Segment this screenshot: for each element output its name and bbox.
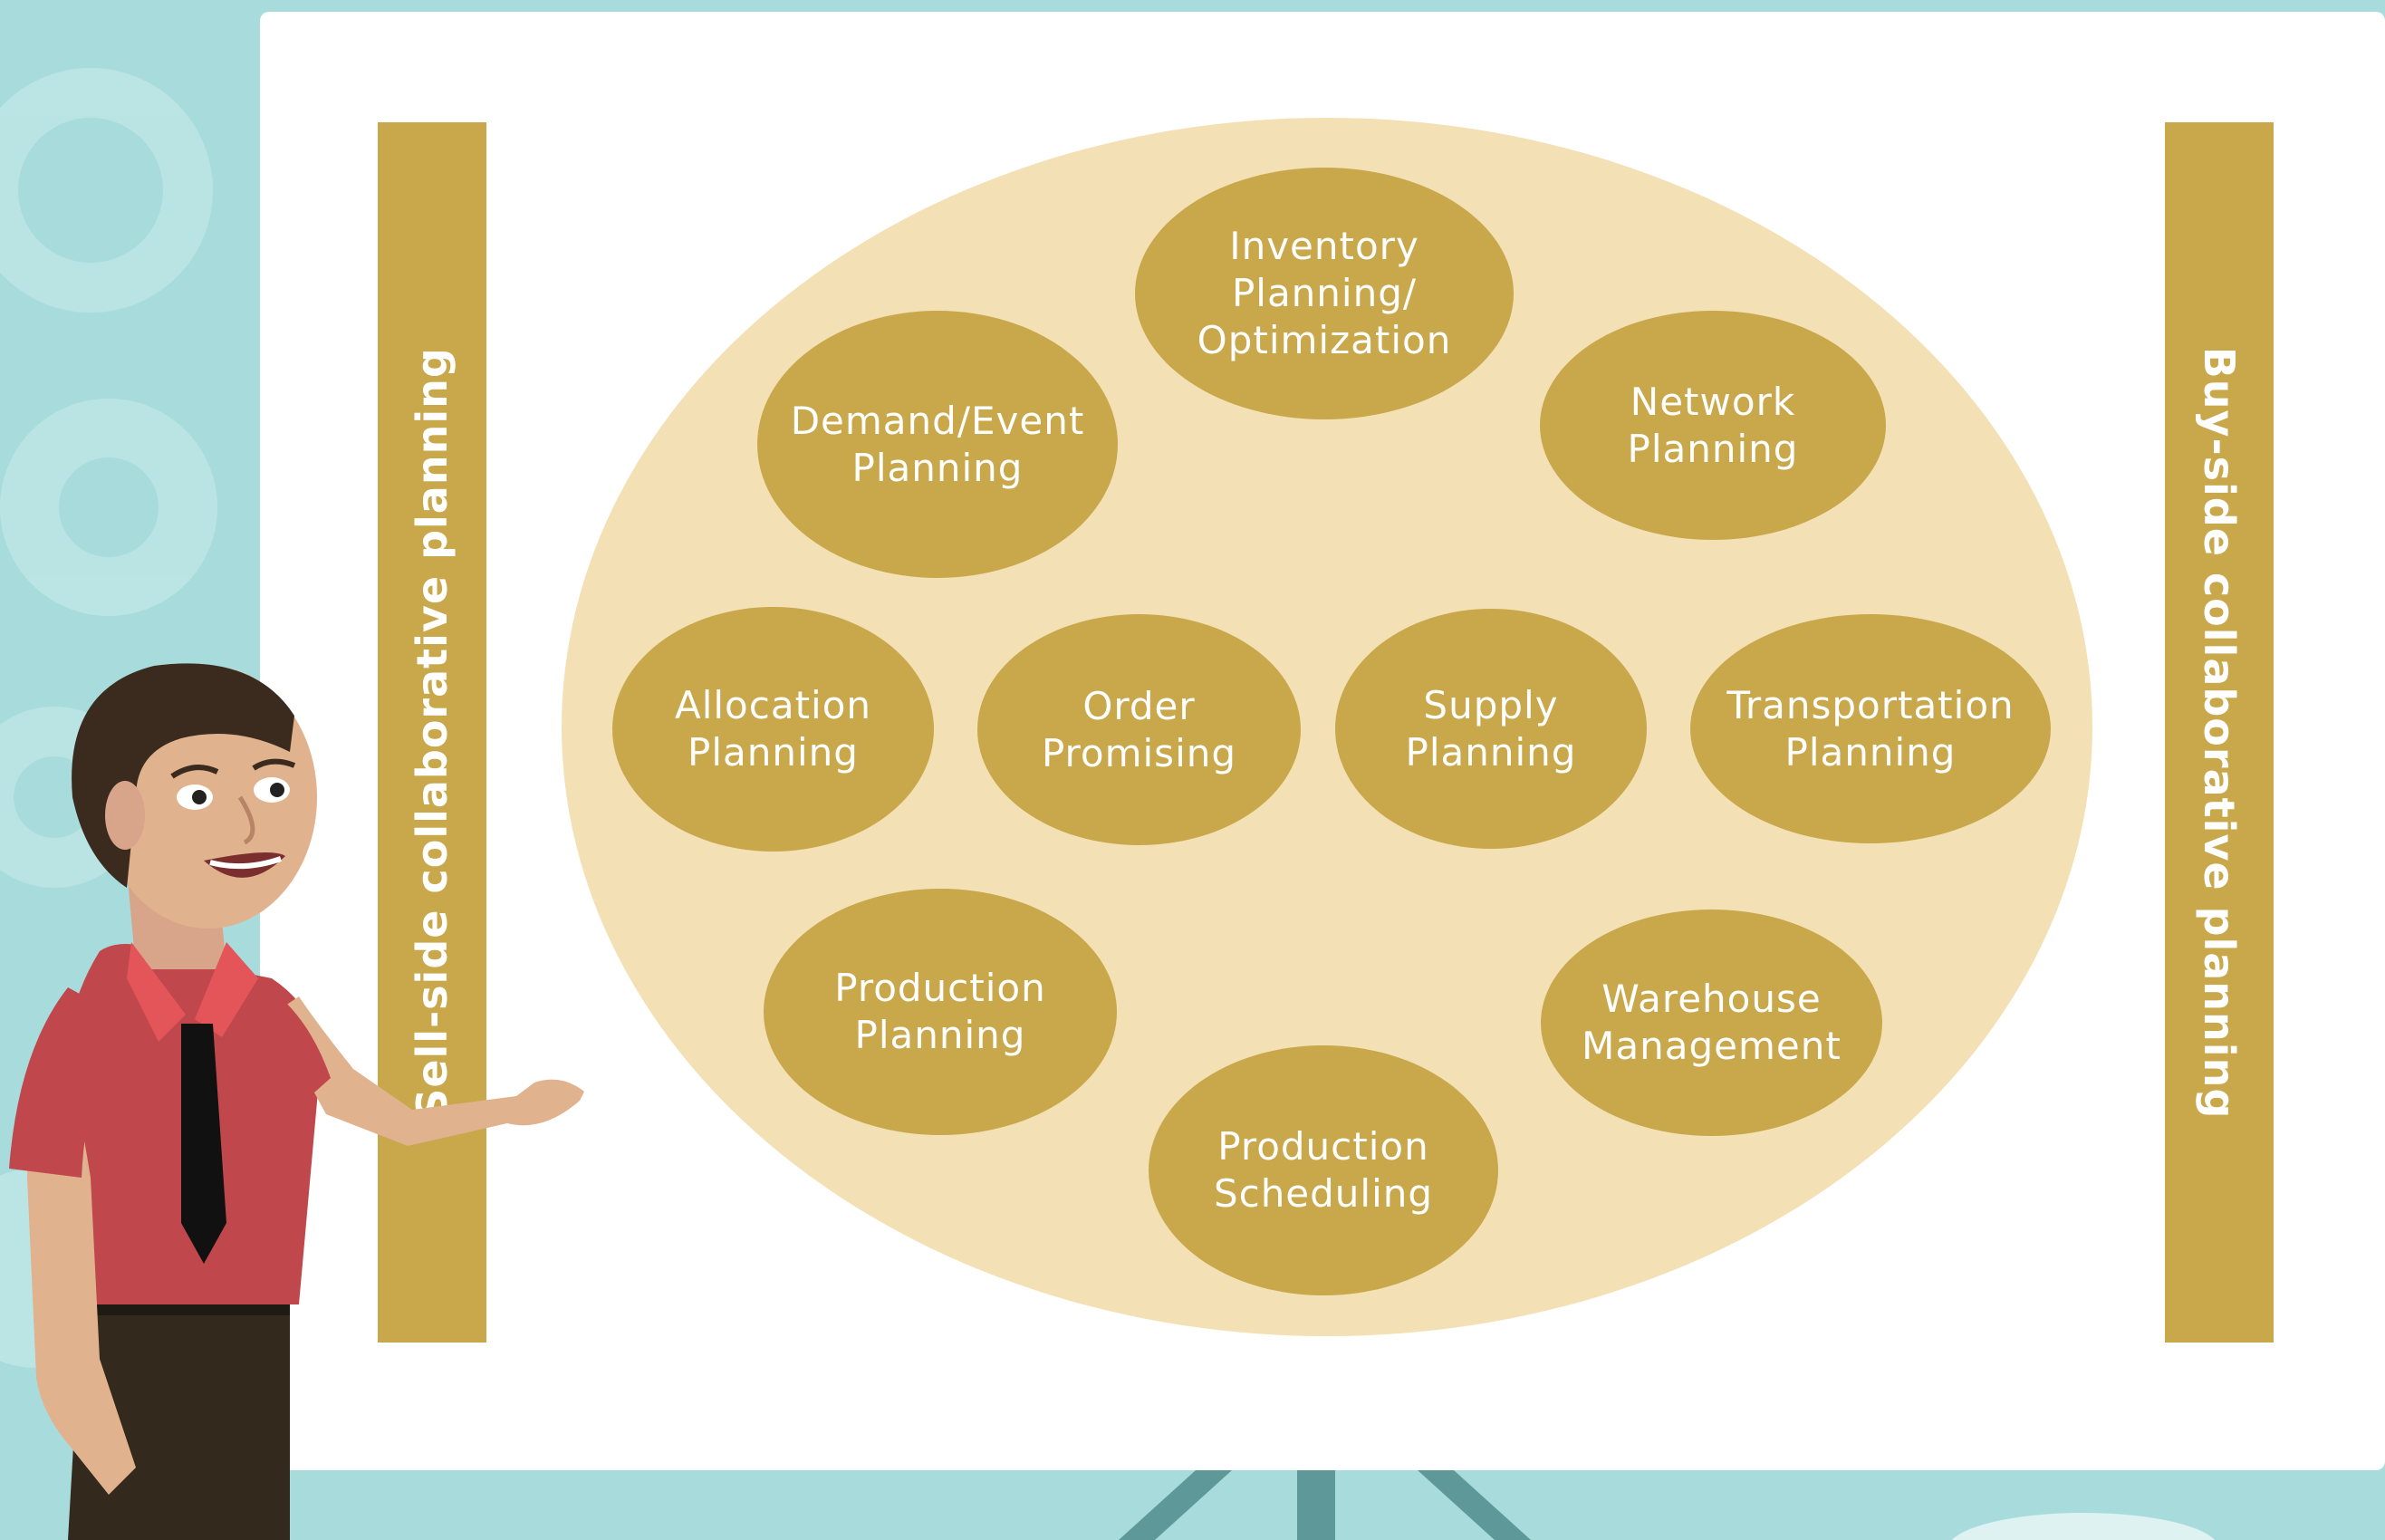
buy-side-label: Buy-side collaborative planning bbox=[2195, 346, 2244, 1119]
node-allocation-planning: Allocation Planning bbox=[612, 607, 934, 852]
node-label: Allocation Planning bbox=[674, 683, 872, 775]
node-production-scheduling: Production Scheduling bbox=[1149, 1045, 1498, 1295]
node-transportation-planning: Transportation Planning bbox=[1690, 614, 2051, 843]
node-label: Demand/Event Planning bbox=[790, 398, 1085, 490]
node-label: Inventory Planning/ Optimization bbox=[1197, 224, 1452, 362]
node-production-planning: Production Planning bbox=[764, 889, 1117, 1135]
node-network-planning: Network Planning bbox=[1540, 311, 1886, 540]
node-label: Warehouse Management bbox=[1582, 977, 1842, 1068]
node-label: Transportation Planning bbox=[1726, 682, 2015, 775]
node-label: Production Scheduling bbox=[1213, 1124, 1434, 1216]
node-inventory-planning: Inventory Planning/ Optimization bbox=[1135, 168, 1514, 419]
node-label: Order Promising bbox=[1041, 683, 1237, 775]
presenter-illustration bbox=[9, 663, 584, 1540]
node-label: Network Planning bbox=[1627, 379, 1799, 471]
easel-legs bbox=[1119, 1470, 1531, 1540]
buy-side-bar: Buy-side collaborative planning bbox=[2165, 122, 2274, 1343]
node-supply-planning: Supply Planning bbox=[1335, 609, 1647, 849]
node-demand-event-planning: Demand/Event Planning bbox=[757, 311, 1118, 578]
node-label: Production Planning bbox=[834, 966, 1046, 1057]
node-warehouse-management: Warehouse Management bbox=[1541, 910, 1882, 1136]
node-order-promising: Order Promising bbox=[977, 614, 1301, 845]
node-label: Supply Planning bbox=[1405, 682, 1577, 775]
